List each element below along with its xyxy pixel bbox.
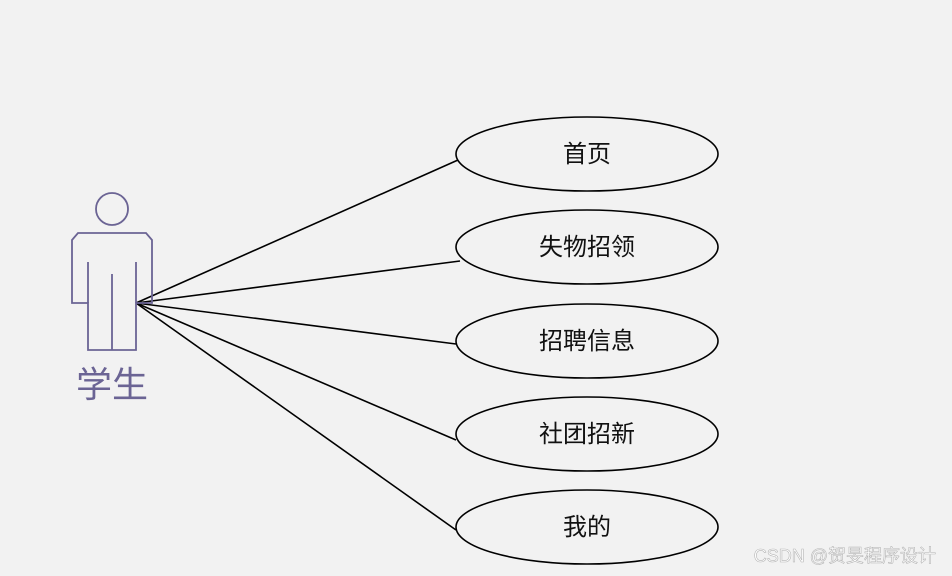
use-case-label-3: 社团招新 [539,420,635,448]
use-case-ellipse-3 [455,396,719,472]
use-case-ellipse-0 [455,116,719,192]
actor-body [71,232,153,351]
association-line-4 [135,302,457,531]
actor-head [95,192,129,226]
association-lines [135,159,461,531]
use-case-0: 首页 [455,116,719,192]
use-case-ellipse-2 [455,303,719,379]
use-case-label-4: 我的 [563,513,611,541]
use-case-ellipse-1 [455,209,719,285]
watermark-text: CSDN @贺旻程序设计 [754,546,936,566]
association-line-0 [135,159,459,304]
actor-figure [71,192,153,351]
association-line-1 [135,260,461,304]
use-case-3: 社团招新 [455,396,719,472]
use-case-label-1: 失物招领 [539,233,635,261]
use-case-1: 失物招领 [455,209,719,285]
actor-label: 学生 [76,365,148,406]
association-line-2 [135,302,457,345]
use-case-2: 招聘信息 [455,303,719,379]
use-case-4: 我的 [455,489,719,565]
association-line-3 [135,302,457,441]
use-case-label-0: 首页 [563,140,611,168]
use-case-label-2: 招聘信息 [539,327,635,355]
use-case-ellipse-4 [455,489,719,565]
